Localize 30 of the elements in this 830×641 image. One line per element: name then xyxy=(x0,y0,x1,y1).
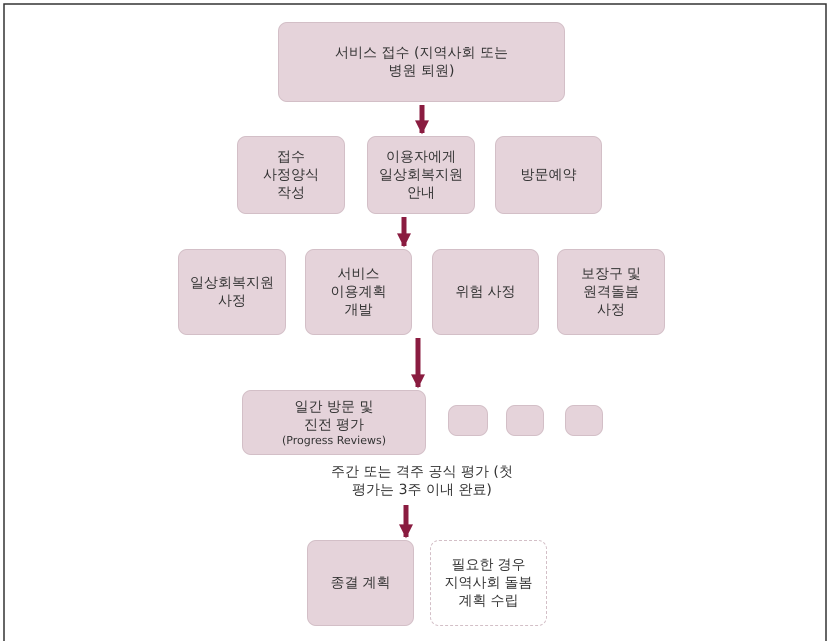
box-label: 접수 사정양식 작성 xyxy=(262,148,320,202)
box-subtitle: (Progress Reviews) xyxy=(282,434,386,447)
box-label: 방문예약 xyxy=(520,166,576,184)
arrow xyxy=(399,505,413,538)
process-box xyxy=(495,136,602,214)
process-box xyxy=(237,136,345,214)
box-label: 서비스 이용계획 개발 xyxy=(330,265,388,319)
box-label: 위험 사정 xyxy=(455,283,516,301)
process-box xyxy=(242,390,426,455)
box-label: 필요한 경우 지역사회 돌봄 계획 수립 xyxy=(443,556,534,610)
box-label: 일상회복지원 사정 xyxy=(189,274,275,310)
empty-box xyxy=(565,405,603,436)
box-label: 보장구 및 원격돌봄 사정 xyxy=(580,265,642,319)
arrow xyxy=(397,217,411,248)
process-box xyxy=(307,540,414,626)
box-label: 이용자에게 일상회복지원 안내 xyxy=(378,148,464,202)
process-box xyxy=(367,136,475,214)
process-box xyxy=(178,249,286,335)
optional-step-box xyxy=(430,540,547,626)
process-box xyxy=(305,249,412,335)
box-label: 서비스 접수 (지역사회 또는 병원 퇴원) xyxy=(334,44,509,80)
process-box xyxy=(557,249,665,335)
step-note: 주간 또는 격주 공식 평가 (첫 평가는 3주 이내 완료) xyxy=(330,463,514,499)
process-box xyxy=(432,249,539,335)
empty-box xyxy=(506,405,544,436)
empty-box xyxy=(448,405,488,436)
process-box xyxy=(278,22,565,102)
arrow xyxy=(415,105,429,134)
box-label: 일간 방문 및 진전 평가 xyxy=(294,398,374,434)
box-label: 종결 계획 xyxy=(330,574,391,592)
